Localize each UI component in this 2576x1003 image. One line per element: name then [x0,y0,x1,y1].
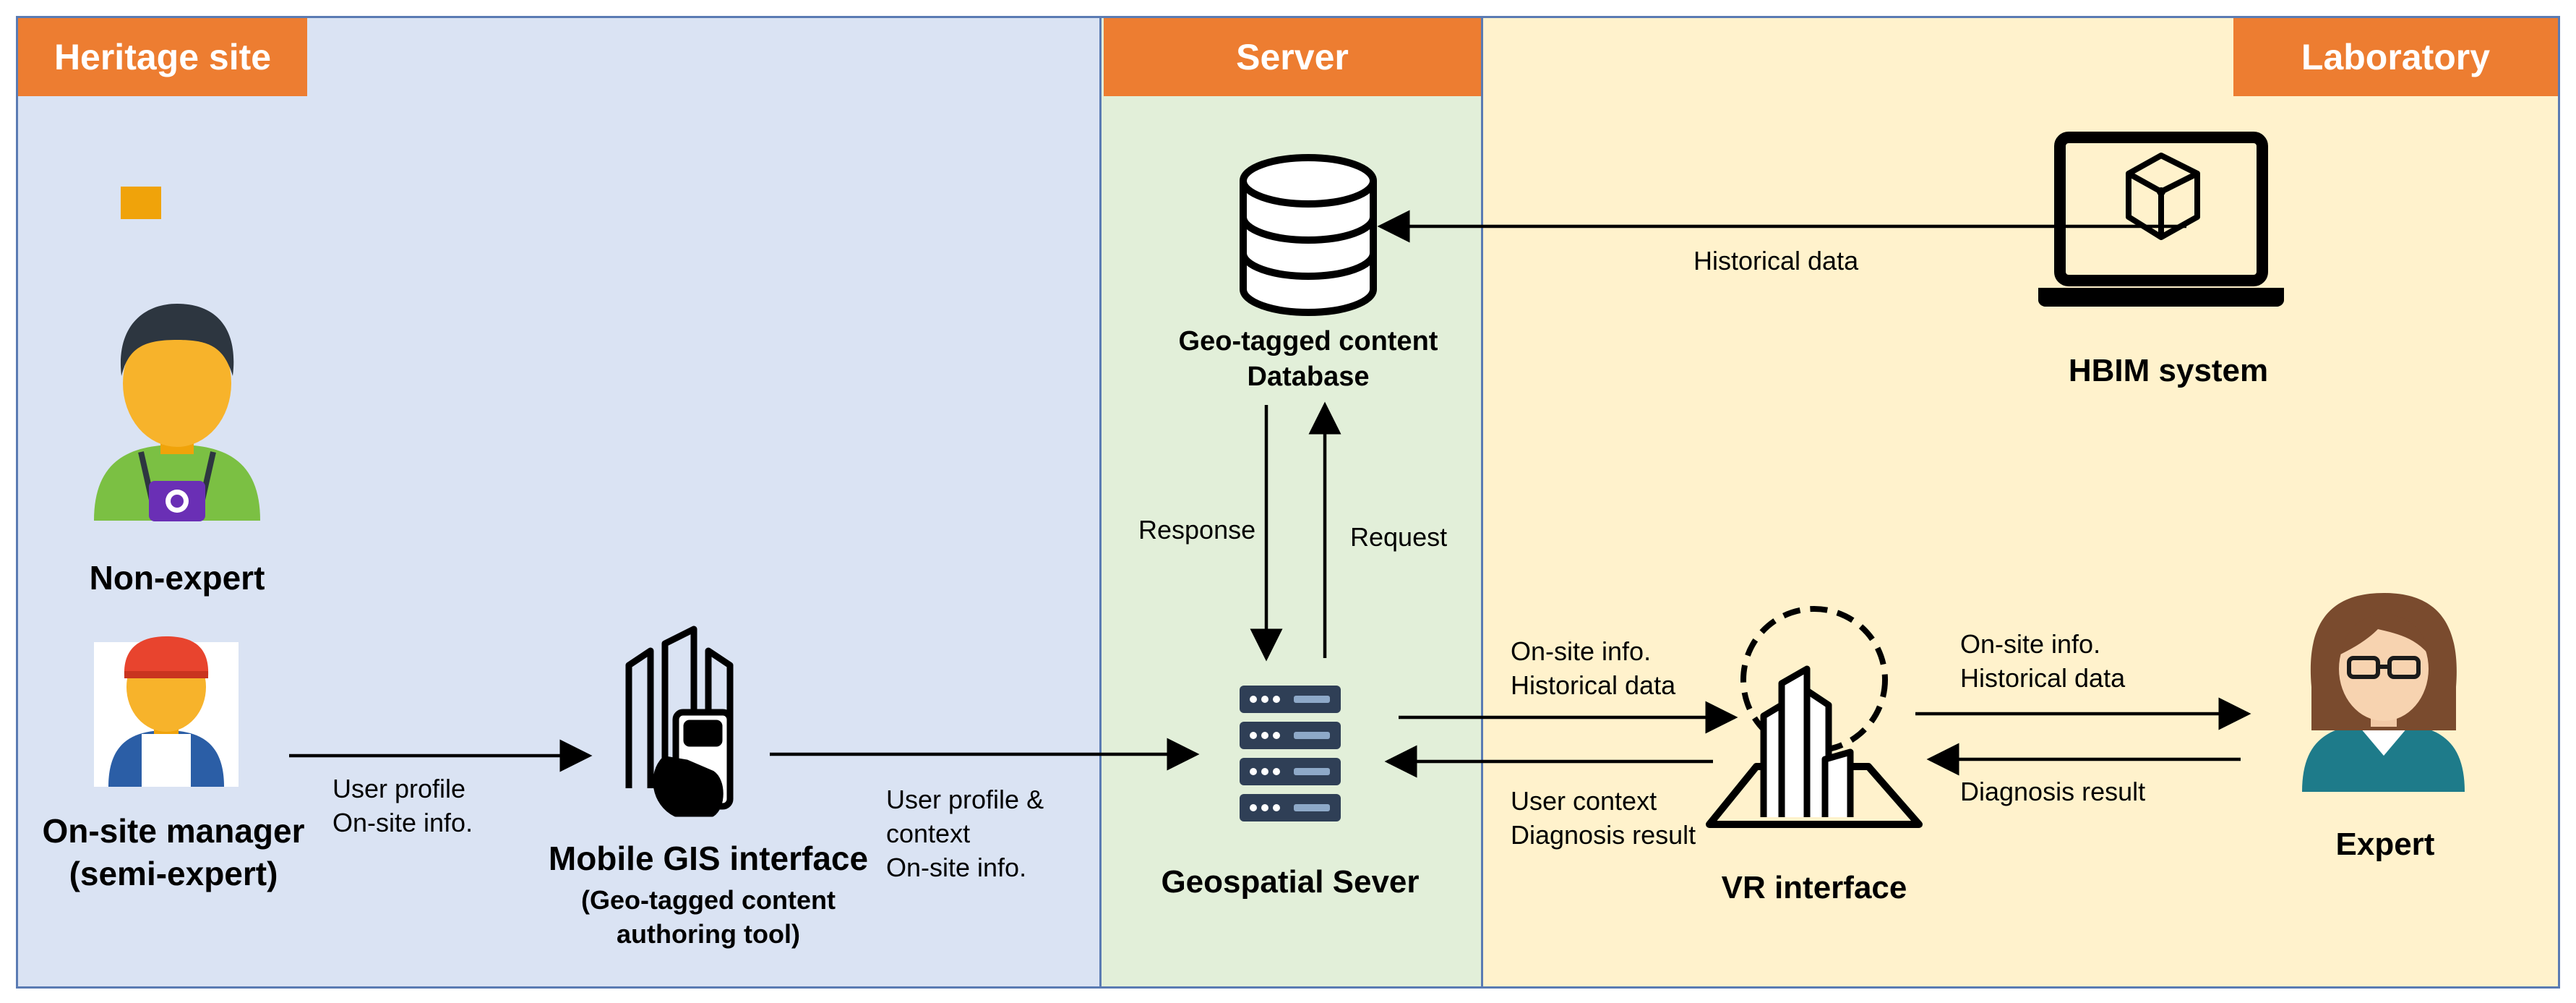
edge-label-gis-to-server: User profile & context On-site info. [886,783,1044,884]
vr-interface-icon [1706,606,1923,828]
geospatial-server-label: Geospatial Sever [1161,864,1420,900]
edge-label-line: On-site info. [1511,636,1652,666]
edge-label-server-to-vr: On-site info. Historical data [1511,635,1675,703]
edge-label-response: Response [1138,515,1256,545]
expert-icon [2302,593,2465,792]
server-icon [1240,686,1341,821]
database-label: Geo-tagged content Database [1142,324,1474,396]
onsite-manager-line-2: (semi-expert) [69,854,278,892]
edge-label-line: On-site info. [1960,629,2101,659]
edge-label-line: context [886,818,971,848]
edge-label-vr-to-expert: On-site info. Historical data [1960,628,2125,696]
edge-label-diagnosis-result: Diagnosis result [1960,777,2146,806]
expert-label: Expert [2335,827,2435,862]
edge-label-line: User context [1511,786,1657,816]
edge-label-historical-data: Historical data [1693,246,1859,276]
hbim-laptop-icon [2038,132,2284,307]
laboratory-zone [1483,16,2560,989]
laboratory-header: Laboratory [2233,18,2558,96]
edge-label-line: On-site info. [886,852,1027,882]
vr-interface-label: VR interface [1721,870,1907,905]
edge-label-line: Diagnosis result [1511,819,1696,850]
onsite-manager-icon [94,636,239,787]
hbim-system-label: HBIM system [2068,353,2269,388]
server-header: Server [1104,18,1481,96]
database-label-line-2: Database [1247,362,1370,393]
edge-label-vr-to-server: User context Diagnosis result [1511,785,1696,853]
edge-label-request: Request [1350,522,1448,552]
heritage-site-header: Heritage site [18,18,307,96]
mobile-gis-icon [625,626,734,817]
mobile-gis-subtitle-line-2: authoring tool) [617,918,800,949]
onsite-manager-line-1: On-site manager [42,812,305,850]
onsite-manager-label: On-site manager (semi-expert) [29,810,318,895]
edge-label-manager-to-gis: User profile On-site info. [332,772,473,840]
edge-label-line: User profile & [886,785,1044,814]
non-expert-icon [94,187,260,521]
database-icon [1240,154,1377,316]
edge-label-line: On-site info. [332,807,473,837]
edge-label-line: Historical data [1960,662,2126,693]
mobile-gis-title: Mobile GIS interface [548,840,869,877]
mobile-gis-subtitle: (Geo-tagged content authoring tool) [528,884,889,952]
edge-label-line: Historical data [1511,670,1676,700]
database-label-line-1: Geo-tagged content [1178,326,1438,357]
non-expert-label: Non-expert [89,559,265,597]
edge-label-line: User profile [332,774,466,803]
mobile-gis-subtitle-line-1: (Geo-tagged content [581,885,836,915]
